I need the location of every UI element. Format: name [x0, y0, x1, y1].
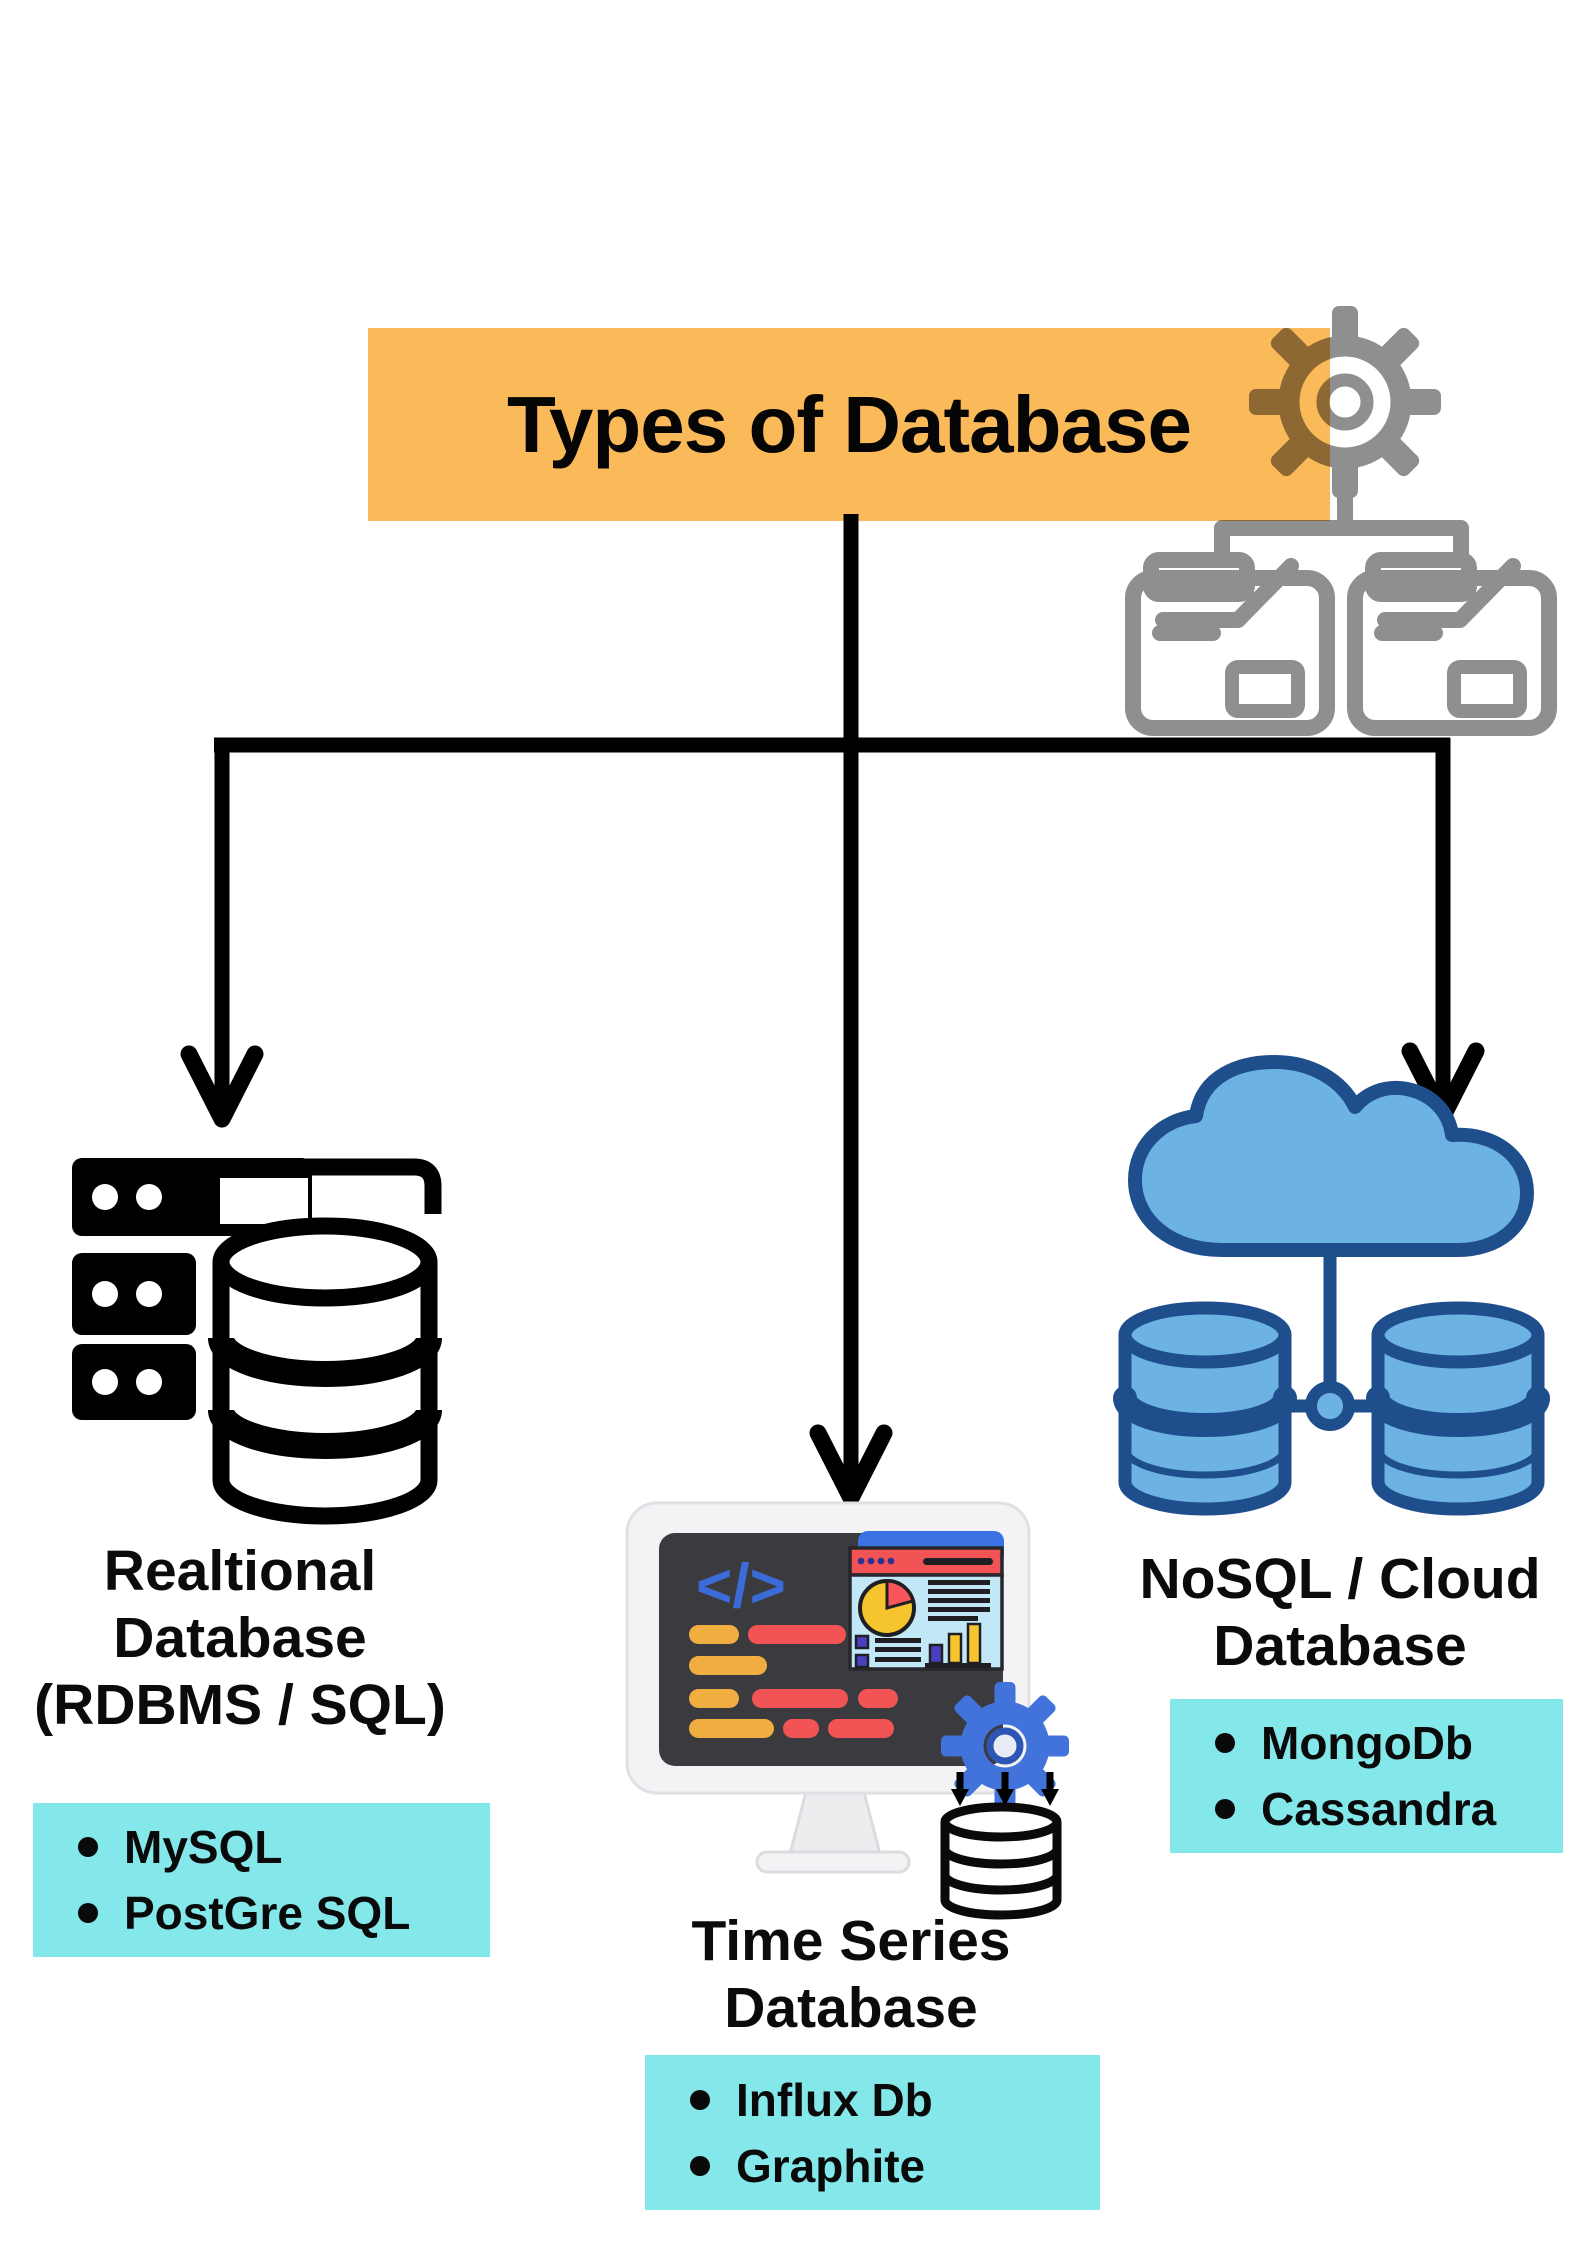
bar-chart [925, 1622, 991, 1668]
connector-lines [180, 514, 1485, 1507]
monitor-code-dashboard-icon: </> [625, 1501, 1069, 1920]
bullet-icon [1215, 1799, 1235, 1819]
nosql-heading: NoSQL / Cloud Database [1105, 1546, 1575, 1680]
db-cylinder-right [1366, 1301, 1550, 1516]
heading-line: Database [113, 1606, 367, 1670]
heading-line: Time Series [691, 1909, 1011, 1973]
bullet-icon [690, 2155, 710, 2176]
server-database-icon [72, 1158, 442, 1525]
heading-line: Database [724, 1976, 978, 2040]
timeseries-heading: Time Series Database [616, 1908, 1086, 2042]
blue-gear-icon [941, 1682, 1069, 1810]
folder-icon-left [1125, 552, 1335, 736]
code-icon: </> [696, 1552, 786, 1621]
heading-line: Realtional [103, 1539, 377, 1603]
checklist [854, 1634, 921, 1669]
list-item: MySQL [78, 1819, 490, 1875]
monitor-frame [625, 1501, 1031, 1795]
cloud-database-icon [1113, 1055, 1550, 1516]
item-label: MongoDb [1261, 1717, 1474, 1769]
download-arrows [951, 1772, 1059, 1806]
list-item: Cassandra [1215, 1781, 1563, 1837]
right-arrowhead [1401, 1042, 1485, 1125]
list-item: MongoDb [1215, 1715, 1563, 1771]
monitor-base [755, 1850, 911, 1874]
relational-examples-box: MySQL PostGre SQL [33, 1803, 490, 1957]
list-item: PostGre SQL [78, 1885, 490, 1941]
nosql-examples-box: MongoDb Cassandra [1170, 1699, 1563, 1853]
heading-line: NoSQL / Cloud [1139, 1547, 1541, 1611]
timeseries-examples-box: Influx Db Graphite [645, 2055, 1100, 2210]
heading-line: Database [1213, 1614, 1467, 1678]
monitor-screen [659, 1533, 1003, 1766]
item-label: Influx Db [736, 2073, 933, 2126]
network-node [1305, 1381, 1355, 1431]
item-label: Cassandra [1261, 1783, 1497, 1835]
page-title: Types of Database [507, 379, 1192, 469]
list-item: Influx Db [690, 2072, 1100, 2128]
list-item: Graphite [690, 2138, 1100, 2194]
item-label: PostGre SQL [124, 1887, 411, 1939]
center-arrowhead [809, 1424, 893, 1507]
bullet-icon [78, 1837, 98, 1857]
monitor-stand [788, 1790, 882, 1856]
db-cylinder-left [1113, 1301, 1297, 1516]
text-lines [928, 1580, 990, 1621]
heading-line: (RDBMS / SQL) [34, 1673, 446, 1737]
folder-icon-right [1347, 552, 1557, 736]
relational-heading: Realtional Database (RDBMS / SQL) [0, 1538, 480, 1739]
dashboard-window [848, 1531, 1004, 1671]
bullet-icon [1215, 1733, 1235, 1753]
cloud-icon [1128, 1055, 1534, 1257]
title-box: Types of Database [368, 328, 1330, 521]
mini-database-icon [940, 1802, 1062, 1920]
item-label: MySQL [124, 1821, 283, 1873]
database-cylinder-icon [208, 1217, 442, 1525]
bullet-icon [690, 2089, 710, 2110]
code-lines [689, 1625, 898, 1738]
left-arrowhead [180, 1045, 264, 1128]
pie-chart [858, 1579, 916, 1637]
bullet-icon [78, 1903, 98, 1923]
item-label: Graphite [736, 2139, 926, 2192]
